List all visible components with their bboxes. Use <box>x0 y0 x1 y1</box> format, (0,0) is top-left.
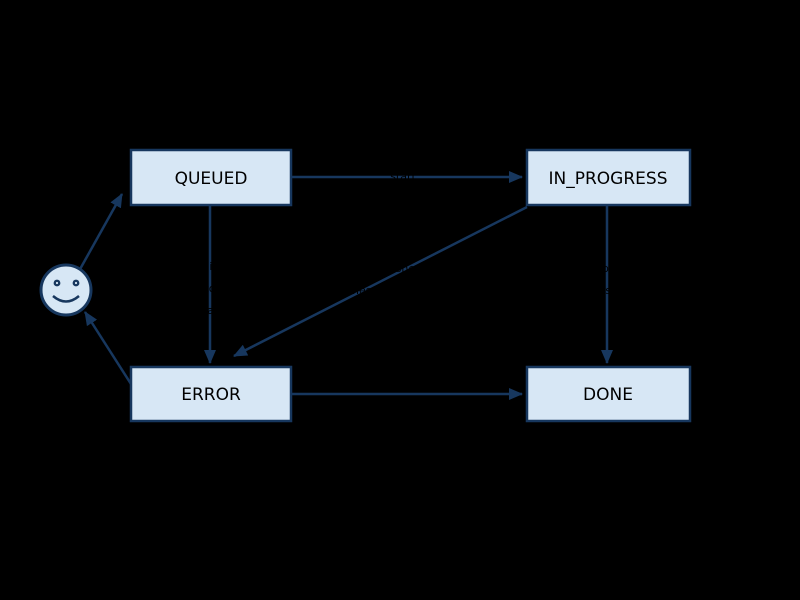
smiley-mouth <box>52 295 80 303</box>
edge-in-progress-to-error <box>233 205 528 358</box>
smiley-left-eye-highlight <box>55 281 59 285</box>
edge-label-in-progress-to-error-line2: times out <box>341 284 394 297</box>
edge-label-in-progress-to-done-line1: completes <box>578 262 635 275</box>
node-error: ERROR <box>129 365 293 423</box>
node-in-progress: IN_PROGRESS <box>525 148 692 207</box>
edge-label-queued-to-error-line1: fails <box>199 260 222 273</box>
actor-node <box>39 263 93 317</box>
smiley-right-eye-highlight <box>74 281 78 285</box>
node-queued-box <box>129 148 293 207</box>
node-done-box <box>525 365 692 423</box>
smiley-face-icon <box>39 263 93 317</box>
edge-label-in-progress-to-done-line2: successfully <box>574 284 641 297</box>
node-in-progress-box <box>525 148 692 207</box>
node-error-box <box>129 365 293 423</box>
node-queued-label: QUEUED <box>175 169 248 189</box>
node-done-label: DONE <box>583 385 633 405</box>
edge-label-queued-to-error-line2: to <box>204 282 215 295</box>
edge-label-queued-to-in-progress: start <box>390 170 416 183</box>
node-error-label: ERROR <box>181 385 241 405</box>
node-queued: QUEUED <box>129 148 293 207</box>
node-in-progress-label: IN_PROGRESS <box>549 169 668 189</box>
edge-actor-to-queued <box>77 193 124 272</box>
node-done: DONE <box>525 365 692 423</box>
edge-label-queued-to-error-line3: start <box>197 304 223 317</box>
edge-error-to-actor <box>83 311 133 385</box>
edge-label-in-progress-to-error-line1: crashes or <box>378 262 436 275</box>
